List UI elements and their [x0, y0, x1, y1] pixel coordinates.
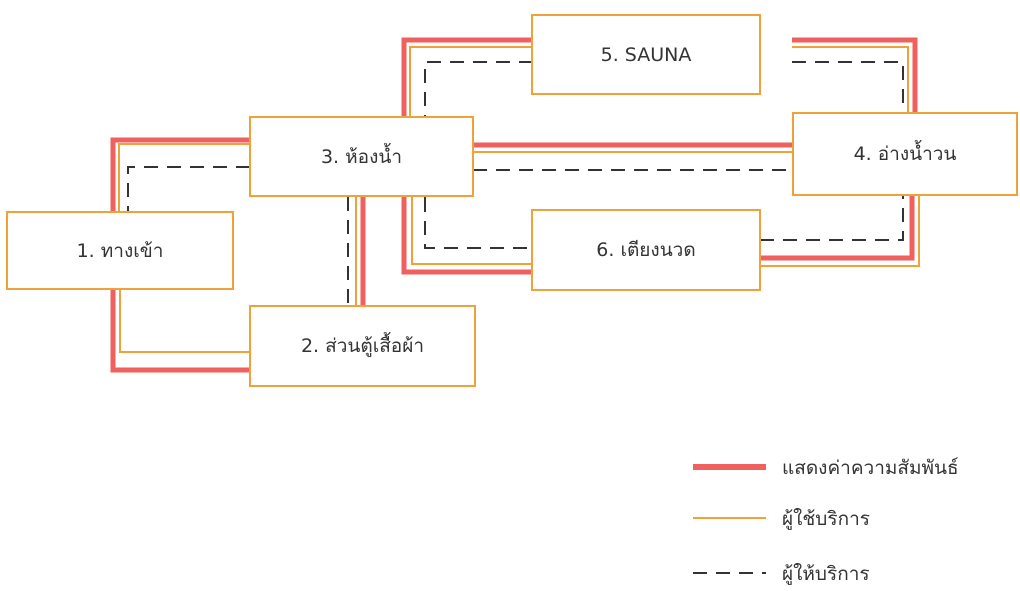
node-bathroom-label: 3. ห้องน้ำ [321, 142, 402, 172]
staff-massage-jacuzzi [760, 196, 903, 240]
legend-users-label: ผู้ใช้บริการ [782, 508, 870, 530]
user-entrance-bathroom [119, 144, 250, 220]
link-massage-jacuzzi [760, 196, 912, 258]
link-entrance-bathroom [113, 140, 250, 220]
node-entrance: 1. ทางเข้า [6, 211, 234, 290]
legend-staff-label: ผู้ให้บริการ [782, 563, 870, 585]
staff-lines [128, 62, 903, 305]
node-massage-label: 6. เตียงนวด [596, 235, 695, 265]
node-jacuzzi-label: 4. อ่างน้ำวน [854, 139, 957, 169]
relationship-lines [113, 40, 915, 370]
user-sauna-jacuzzi [792, 47, 908, 112]
link-entrance-wardrobe [113, 290, 250, 370]
link-sauna-jacuzzi [792, 40, 915, 112]
node-entrance-label: 1. ทางเข้า [77, 236, 164, 266]
legend: แสดงค่าความสัมพันธ์ ผู้ใช้บริการ ผู้ให้บ… [693, 457, 959, 585]
user-entrance-wardrobe [120, 290, 250, 352]
node-sauna: 5. SAUNA [531, 14, 761, 95]
node-wardrobe: 2. ส่วนตู้เสื้อผ้า [249, 305, 476, 387]
node-massage: 6. เตียงนวด [531, 209, 761, 291]
node-sauna-label: 5. SAUNA [601, 44, 692, 66]
node-bathroom: 3. ห้องน้ำ [249, 116, 474, 197]
user-lines [119, 47, 919, 352]
node-jacuzzi: 4. อ่างน้ำวน [792, 112, 1018, 196]
staff-bathroom-massage [425, 198, 531, 248]
staff-sauna-jacuzzi [792, 62, 903, 112]
legend-relationship-label: แสดงค่าความสัมพันธ์ [782, 457, 959, 479]
node-wardrobe-label: 2. ส่วนตู้เสื้อผ้า [301, 331, 424, 361]
